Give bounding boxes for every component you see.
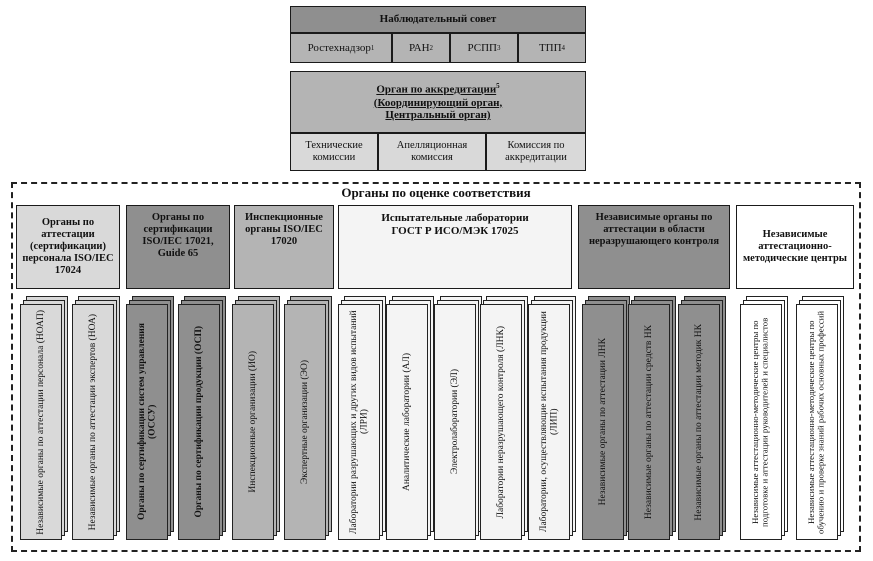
category-label: Независимые аттестационно-методические ц…: [743, 228, 847, 265]
unit-stack: Независимые органы по аттестации персона…: [20, 296, 68, 541]
unit-stack: Органы по сертификации систем управления…: [126, 296, 174, 541]
unit-stack: Независимые органы по аттестации ЛНК: [582, 296, 630, 541]
unit-stack: Инспекционные организации (ИО): [232, 296, 280, 541]
category-label: Независимые органы по аттестации в облас…: [588, 212, 720, 248]
member-label: Ростехнадзор: [307, 41, 371, 54]
unit-label: Экспертные организации (ЭО): [299, 360, 310, 484]
accreditation-sup: 5: [496, 82, 500, 91]
unit-label: Независимые аттестационно-методические ц…: [750, 317, 770, 527]
category-methodical-centers: Независимые аттестационно-методические ц…: [736, 205, 854, 289]
unit-label: Независимые органы по аттестации ЛНК: [597, 338, 608, 506]
unit-stack: Независимые аттестационно-методические ц…: [740, 296, 788, 541]
accreditation-line3: Центральный орган): [385, 109, 491, 122]
unit-label: Независимые органы по аттестации эксперт…: [87, 313, 98, 531]
category-testing-labs: Испытательные лаборатории ГОСТ Р ИСО/МЭК…: [338, 205, 572, 289]
technical-commissions: Технические комиссии: [290, 133, 378, 171]
unit-stack: Лаборатории, осуществляющие испытания пр…: [528, 296, 576, 541]
accreditation-line1: Орган по аккредитации: [376, 83, 497, 96]
category-certification-bodies: Органы по сертификации ISO/IEC 17021, Gu…: [126, 205, 230, 289]
unit-label: Независимые органы по аттестации методик…: [693, 323, 704, 521]
unit-label: Независимые аттестационно-методические ц…: [806, 310, 826, 534]
unit-stack: Независимые органы по аттестации эксперт…: [72, 296, 120, 541]
accreditation-body: Орган по аккредитации5 (Координирующий о…: [290, 71, 586, 133]
category-ndt-certification: Независимые органы по аттестации в облас…: [578, 205, 730, 289]
category-label: Инспекционные органы ISO/IEC 17020: [245, 212, 323, 248]
conformity-frame: [11, 182, 861, 552]
unit-label: Аналитические лаборатории (АЛ): [401, 352, 412, 491]
category-label: Испытательные лаборатории ГОСТ Р ИСО/МЭК…: [381, 212, 529, 237]
unit-stack: Лаборатории неразрушающего контроля (ЛНК…: [480, 296, 528, 541]
accreditation-line2: (Координирующий орган,: [373, 96, 503, 109]
subunit-label: Апелляционная комиссия: [396, 139, 468, 163]
unit-label: Инспекционные организации (ИО): [247, 351, 258, 493]
unit-stack: Независимые органы по аттестации методик…: [678, 296, 726, 541]
unit-label: Органы по сертификации продукции (ОСП): [193, 326, 204, 518]
unit-stack: Экспертные организации (ЭО): [284, 296, 332, 541]
unit-stack: Независимые органы по аттестации средств…: [628, 296, 676, 541]
unit-label: Лаборатории, осуществляющие испытания пр…: [538, 311, 559, 533]
unit-label: Лаборатории разрушающих и других видов и…: [348, 310, 369, 534]
supervisory-board-title-text: Наблюдательный совет: [379, 13, 497, 26]
category-inspection-bodies: Инспекционные органы ISO/IEC 17020: [234, 205, 334, 289]
unit-label: Лаборатории неразрушающего контроля (ЛНК…: [495, 325, 506, 519]
subunit-label: Технические комиссии: [305, 139, 363, 163]
member-sup: 3: [496, 43, 501, 52]
member-sup: 4: [561, 43, 566, 52]
member-sup: 2: [429, 43, 434, 52]
unit-stack: Аналитические лаборатории (АЛ): [386, 296, 434, 541]
member-label: РАН: [408, 41, 430, 54]
unit-label: Независимые органы по аттестации средств…: [643, 324, 654, 520]
member-label: ТПП: [538, 41, 562, 54]
appeals-commission: Апелляционная комиссия: [378, 133, 486, 171]
category-personnel-certification: Органы по аттестации (сертификации) перс…: [16, 205, 120, 289]
unit-stack: Электролаборатории (ЭЛ): [434, 296, 482, 541]
conformity-title: Органы по оценке соответствия: [341, 185, 531, 200]
unit-stack: Независимые аттестационно-методические ц…: [796, 296, 844, 541]
category-label: Органы по аттестации (сертификации) перс…: [22, 216, 114, 277]
accreditation-commission: Комиссия по аккредитации: [486, 133, 586, 171]
unit-label: Независимые органы по аттестации персона…: [35, 309, 46, 535]
supervisory-board-title: Наблюдательный совет: [290, 6, 586, 33]
member-label: РСПП: [467, 41, 497, 54]
category-label: Органы по сертификации ISO/IEC 17021, Gu…: [142, 212, 214, 260]
unit-label: Электролаборатории (ЭЛ): [449, 369, 460, 475]
member-sup: 1: [370, 43, 375, 52]
unit-stack: Органы по сертификации продукции (ОСП): [178, 296, 226, 541]
unit-stack: Лаборатории разрушающих и других видов и…: [338, 296, 386, 541]
unit-label: Органы по сертификации систем управления…: [136, 323, 157, 521]
subunit-label: Комиссия по аккредитации: [505, 139, 567, 163]
